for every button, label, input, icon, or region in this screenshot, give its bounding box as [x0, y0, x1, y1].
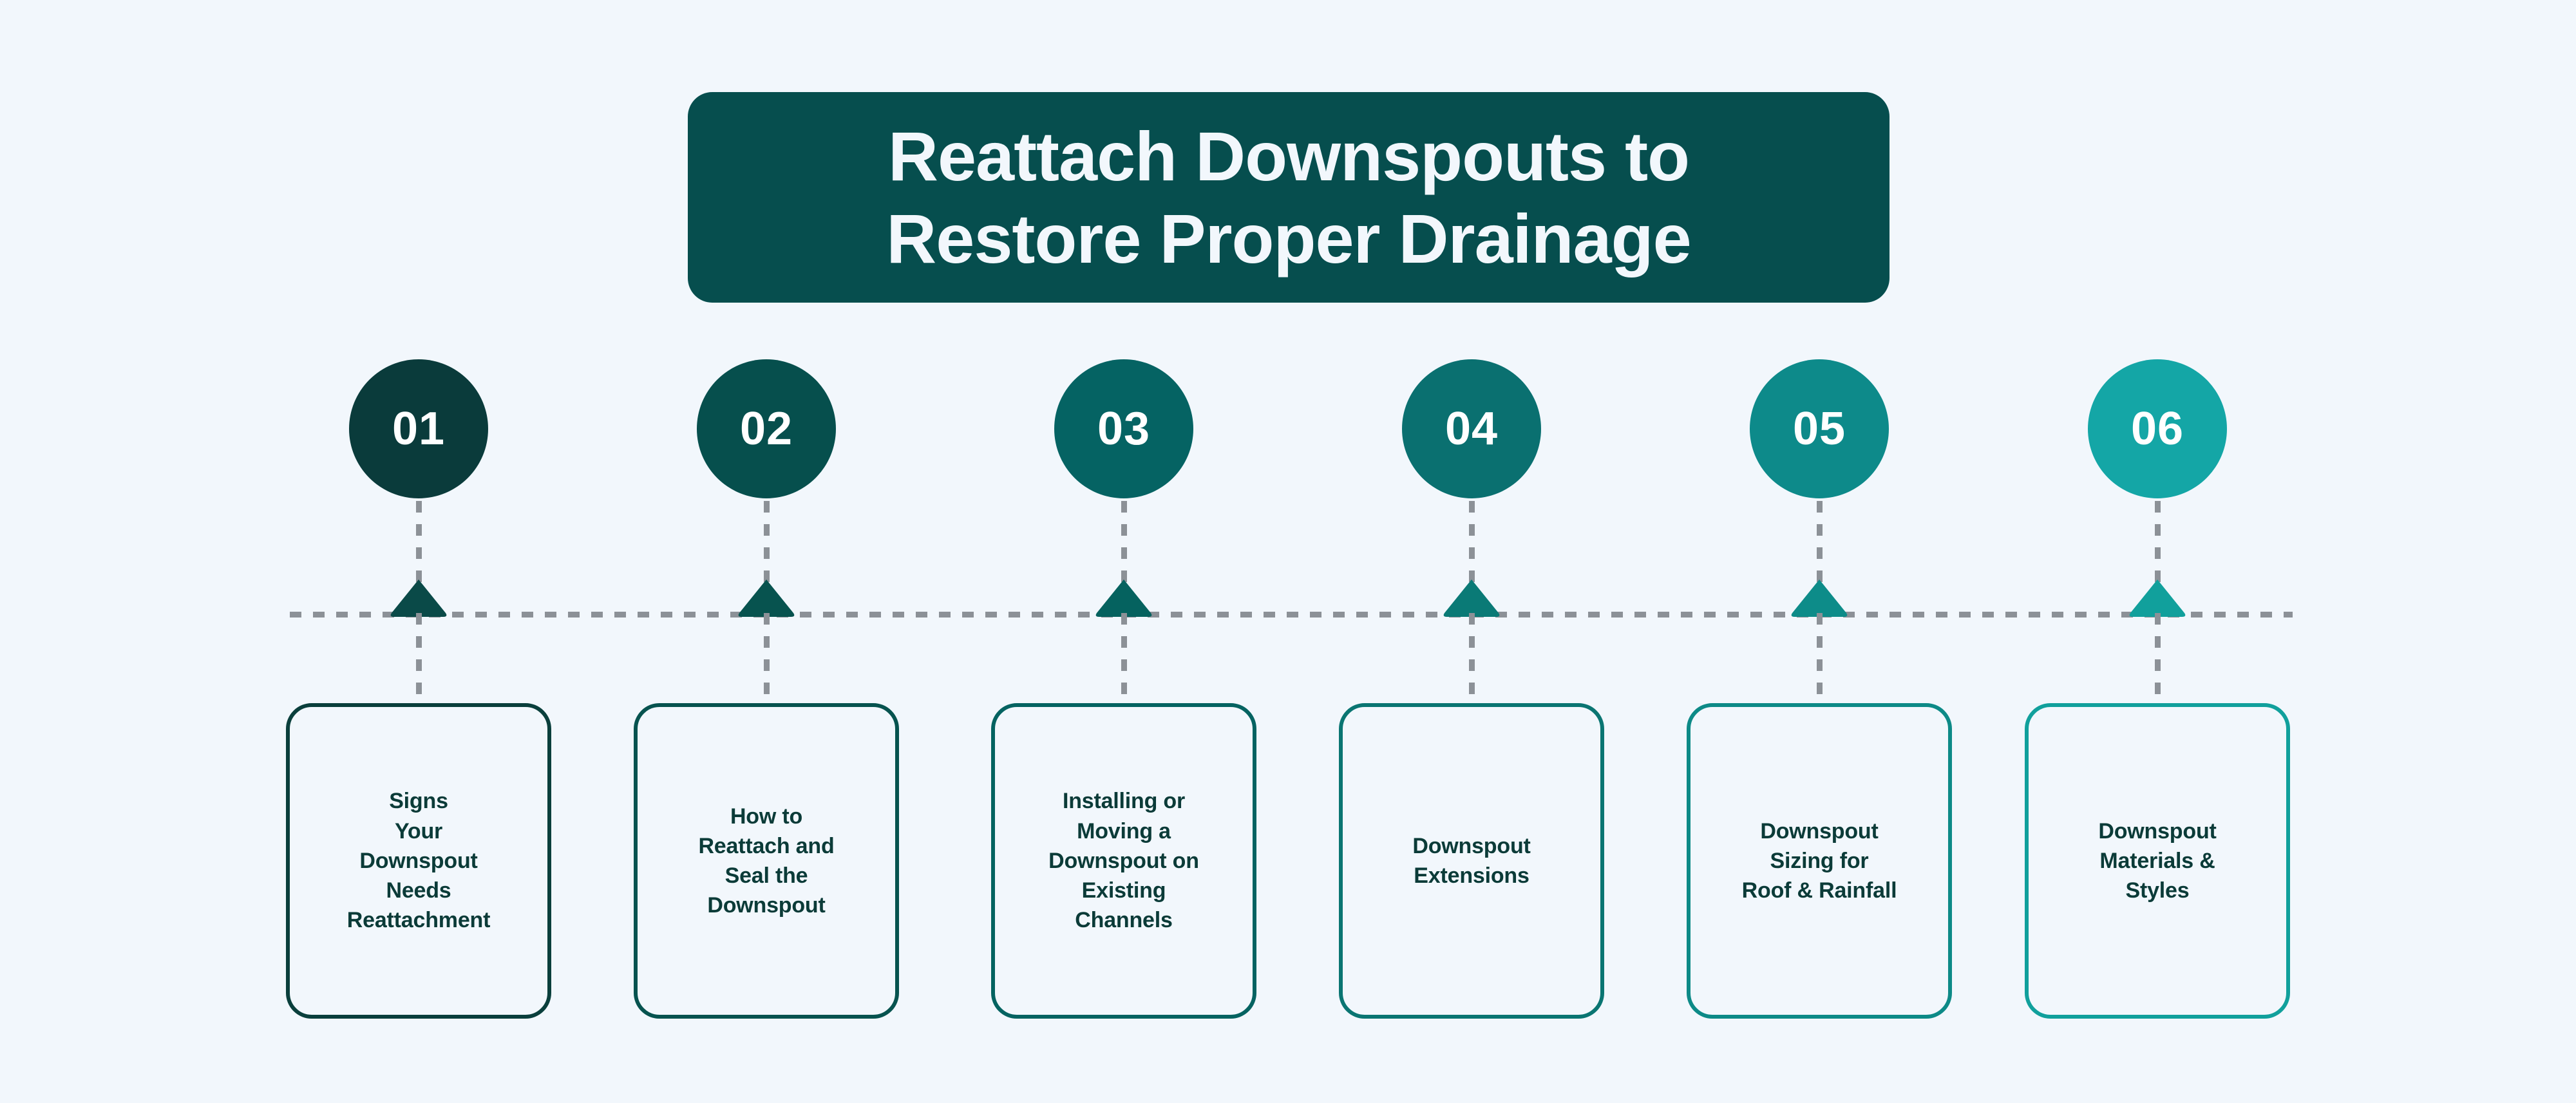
- step-card-3[interactable]: Installing or Moving a Downspout on Exis…: [991, 703, 1256, 1019]
- step-card-title: Installing or Moving a Downspout on Exis…: [1048, 789, 1199, 933]
- connector-line-top: [1817, 501, 1823, 617]
- triangle-marker-icon-1: [389, 578, 448, 617]
- connector-line-bottom: [1469, 613, 1475, 706]
- step-card-title: Signs Your Downspout Needs Reattachment: [346, 789, 491, 933]
- step-number-badge-4[interactable]: 04: [1402, 359, 1541, 498]
- step-number-label: 01: [392, 403, 446, 455]
- step-number-label: 03: [1097, 403, 1151, 455]
- page-title: Reattach Downspouts to Restore Proper Dr…: [886, 117, 1691, 278]
- step-card-1[interactable]: Signs Your Downspout Needs Reattachment: [286, 703, 551, 1019]
- connector-line-bottom: [1121, 613, 1127, 706]
- triangle-marker-icon-5: [1790, 578, 1849, 617]
- step-number-badge-3[interactable]: 03: [1054, 359, 1193, 498]
- connector-line-bottom: [1817, 613, 1823, 706]
- connector-line-top: [2155, 501, 2161, 617]
- connector-line-top: [416, 501, 422, 617]
- connector-line-top: [1469, 501, 1475, 617]
- step-card-title: Downspout Materials & Styles: [2098, 818, 2217, 903]
- step-number-label: 06: [2130, 403, 2184, 455]
- step-number-badge-5[interactable]: 05: [1750, 359, 1889, 498]
- step-card-title: Downspout Extensions: [1412, 833, 1531, 888]
- step-number-label: 05: [1792, 403, 1846, 455]
- triangle-marker-icon-6: [2128, 578, 2187, 617]
- step-number-badge-2[interactable]: 02: [697, 359, 836, 498]
- step-number-label: 02: [739, 403, 793, 455]
- connector-line-bottom: [2155, 613, 2161, 706]
- step-card-6[interactable]: Downspout Materials & Styles: [2025, 703, 2290, 1019]
- step-number-badge-6[interactable]: 06: [2088, 359, 2227, 498]
- step-number-badge-1[interactable]: 01: [349, 359, 488, 498]
- connector-line-top: [1121, 501, 1127, 617]
- triangle-marker-icon-2: [737, 578, 796, 617]
- step-card-4[interactable]: Downspout Extensions: [1339, 703, 1604, 1019]
- title-banner: Reattach Downspouts to Restore Proper Dr…: [688, 92, 1889, 303]
- connector-line-bottom: [764, 613, 770, 706]
- step-card-title: Downspout Sizing for Roof & Rainfall: [1741, 818, 1897, 903]
- timeline-axis: [290, 612, 2293, 617]
- step-card-5[interactable]: Downspout Sizing for Roof & Rainfall: [1687, 703, 1952, 1019]
- connector-line-bottom: [416, 613, 422, 706]
- triangle-marker-icon-4: [1442, 578, 1501, 617]
- triangle-marker-icon-3: [1094, 578, 1153, 617]
- step-number-label: 04: [1444, 403, 1499, 455]
- step-card-2[interactable]: How to Reattach and Seal the Downspout: [634, 703, 899, 1019]
- step-card-title: How to Reattach and Seal the Downspout: [698, 804, 835, 918]
- connector-line-top: [764, 501, 770, 617]
